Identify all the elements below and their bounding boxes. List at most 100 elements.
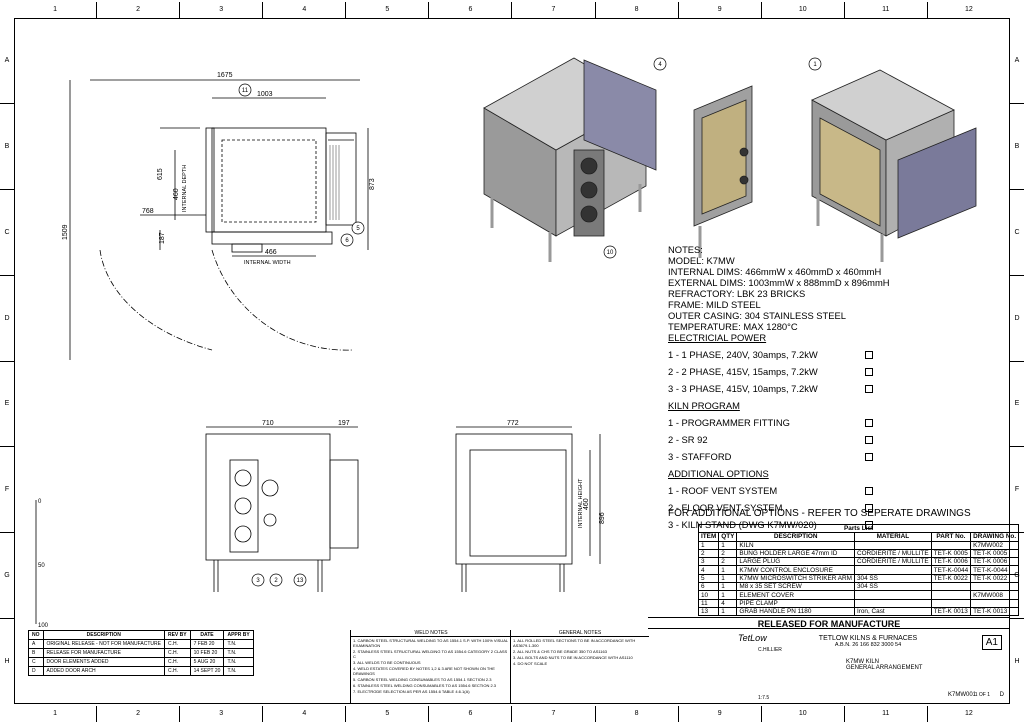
ztop-3: 4: [262, 2, 345, 18]
table-cell: 1: [718, 565, 738, 575]
isometric-view-open: [693, 69, 977, 262]
table-cell: 14 SEPT 20: [189, 666, 225, 676]
table-cell: LARGE PLUG: [736, 557, 855, 567]
dim-internal-depth: 460: [173, 188, 180, 200]
table-cell: 3: [697, 557, 720, 567]
ztop-9: 10: [760, 2, 844, 18]
notes-title: NOTES:: [668, 244, 703, 255]
balloon-10: 10: [603, 245, 617, 259]
table-cell: TET-K 0005: [930, 548, 972, 559]
ztop-4: 5: [345, 2, 428, 18]
dim-external-width: 1003: [257, 91, 273, 98]
table-cell: T.N.: [223, 657, 254, 667]
note-line: EXTERNAL DIMS: 1003mmW x 888mmD x 896mmH: [668, 277, 890, 288]
dim-187: 187: [159, 232, 166, 244]
dim-overall-width: 1675: [217, 72, 233, 79]
checkbox[interactable]: [865, 385, 873, 393]
ztop-1: 2: [96, 2, 179, 18]
scale-label-50: 50: [38, 563, 45, 569]
note-line: 6. STAINLESS STEEL WELDING CONSUMABLES T…: [353, 683, 497, 688]
checkbox[interactable]: [865, 453, 873, 461]
company-name: TETLOW KILNS & FURNACES A.B.N. 26 166 83…: [818, 635, 918, 648]
checkbox[interactable]: [865, 487, 873, 495]
kiln-option: 1 - PROGRAMMER FITTING: [668, 417, 873, 428]
table-cell: TET-K-0044: [930, 565, 972, 575]
parts-header: PART No.: [930, 532, 972, 542]
zr-1: B: [1010, 102, 1024, 189]
table-cell: 2: [697, 548, 720, 559]
title-block: TetLow TETLOW KILNS & FURNACES A.B.N. 26…: [648, 628, 1010, 705]
note-line: 7. ELECTRODE SELECTION AS PER AS 1554.6 …: [353, 689, 470, 694]
table-cell: RELEASE FOR MANUFACTURE: [42, 648, 165, 658]
revision-header: DATE: [189, 630, 225, 640]
zbot-6: 7: [511, 706, 594, 722]
checkbox[interactable]: [865, 368, 873, 376]
table-cell: ADDED DOOR ARCH: [42, 666, 165, 676]
drawing-scale: 1:7.5: [758, 695, 770, 701]
table-cell: TET-K 0006: [930, 557, 972, 567]
note-line: INTERNAL DIMS: 466mmW x 460mmD x 460mmH: [668, 266, 882, 277]
side-view: [455, 426, 601, 592]
checkbox[interactable]: [865, 419, 873, 427]
svg-text:5: 5: [356, 226, 360, 232]
svg-text:6: 6: [345, 238, 349, 244]
checkbox[interactable]: [865, 504, 873, 512]
table-cell: TET-K 0022: [930, 573, 972, 584]
kiln-option: 2 - SR 92: [668, 434, 873, 445]
table-cell: 11: [697, 598, 720, 608]
note-line: 5. CARBON STEEL WELDING CONSUMABLES TO A…: [353, 677, 492, 682]
dim-front-width: 710: [262, 420, 274, 427]
table-cell: 1: [718, 590, 738, 600]
sheet-of: 1 OF 1: [974, 692, 990, 698]
table-cell: 10: [697, 590, 720, 600]
table-cell: C.H.: [163, 657, 191, 667]
table-cell: T.N.: [223, 639, 254, 649]
table-cell: 7 FEB 20: [189, 639, 225, 649]
table-cell: [853, 540, 932, 550]
dim-internal-height-label: INTERNAL HEIGHT: [578, 478, 584, 528]
table-cell: ORIGINAL RELEASE - NOT FOR MANUFACTURE: [42, 639, 165, 649]
dim-internal-width: 466: [265, 249, 277, 256]
zbot-5: 6: [428, 706, 511, 722]
general-notes-title: GENERAL NOTES: [511, 630, 649, 637]
drawing-number: K7MW001: [948, 692, 977, 698]
zbot-0: 1: [53, 710, 57, 717]
table-cell: K7MW002: [970, 540, 1020, 550]
zl-6: G: [0, 532, 14, 618]
dim-873: 873: [369, 178, 376, 190]
table-cell: [930, 590, 972, 600]
zr-2: C: [1010, 188, 1024, 275]
isometric-view-closed: [483, 57, 657, 262]
balloon-6: 6: [340, 233, 354, 247]
zr-0: A: [1014, 56, 1020, 64]
note-line: 4. WELD ESTATES COVERED BY NOTES 1,2 & 3…: [353, 666, 495, 676]
table-cell: A: [28, 639, 44, 649]
note-line: OUTER CASING: 304 STAINLESS STEEL: [668, 310, 847, 321]
checkbox[interactable]: [865, 351, 873, 359]
table-cell: TET-K 0022: [970, 573, 1020, 584]
kiln-option: 3 - STAFFORD: [668, 451, 873, 462]
table-cell: BUNG HOLDER LARGE 47mm ID: [736, 548, 855, 559]
sheet-size: A1: [981, 635, 1002, 650]
zbot-9: 10: [760, 706, 844, 722]
table-cell: GRAB HANDLE PN 1180: [736, 606, 855, 617]
table-cell: CORDIERITE / MULLITE: [853, 557, 932, 567]
table-cell: 13: [697, 606, 720, 617]
note-line: 2. ALL NUTS & CHS TO BE GRADE 350 TO AS1…: [513, 649, 607, 654]
zl-0: A: [4, 56, 10, 64]
zl-5: F: [0, 446, 14, 532]
table-cell: 2: [718, 557, 738, 567]
checkbox[interactable]: [865, 436, 873, 444]
drawn-by: C.HILLIER: [758, 647, 782, 653]
power-option: 2 - 2 PHASE, 415V, 15amps, 7.2kW: [668, 366, 873, 377]
note-line: 1. CARBON STEEL STRUCTURAL WELDING TO AS…: [353, 638, 508, 648]
